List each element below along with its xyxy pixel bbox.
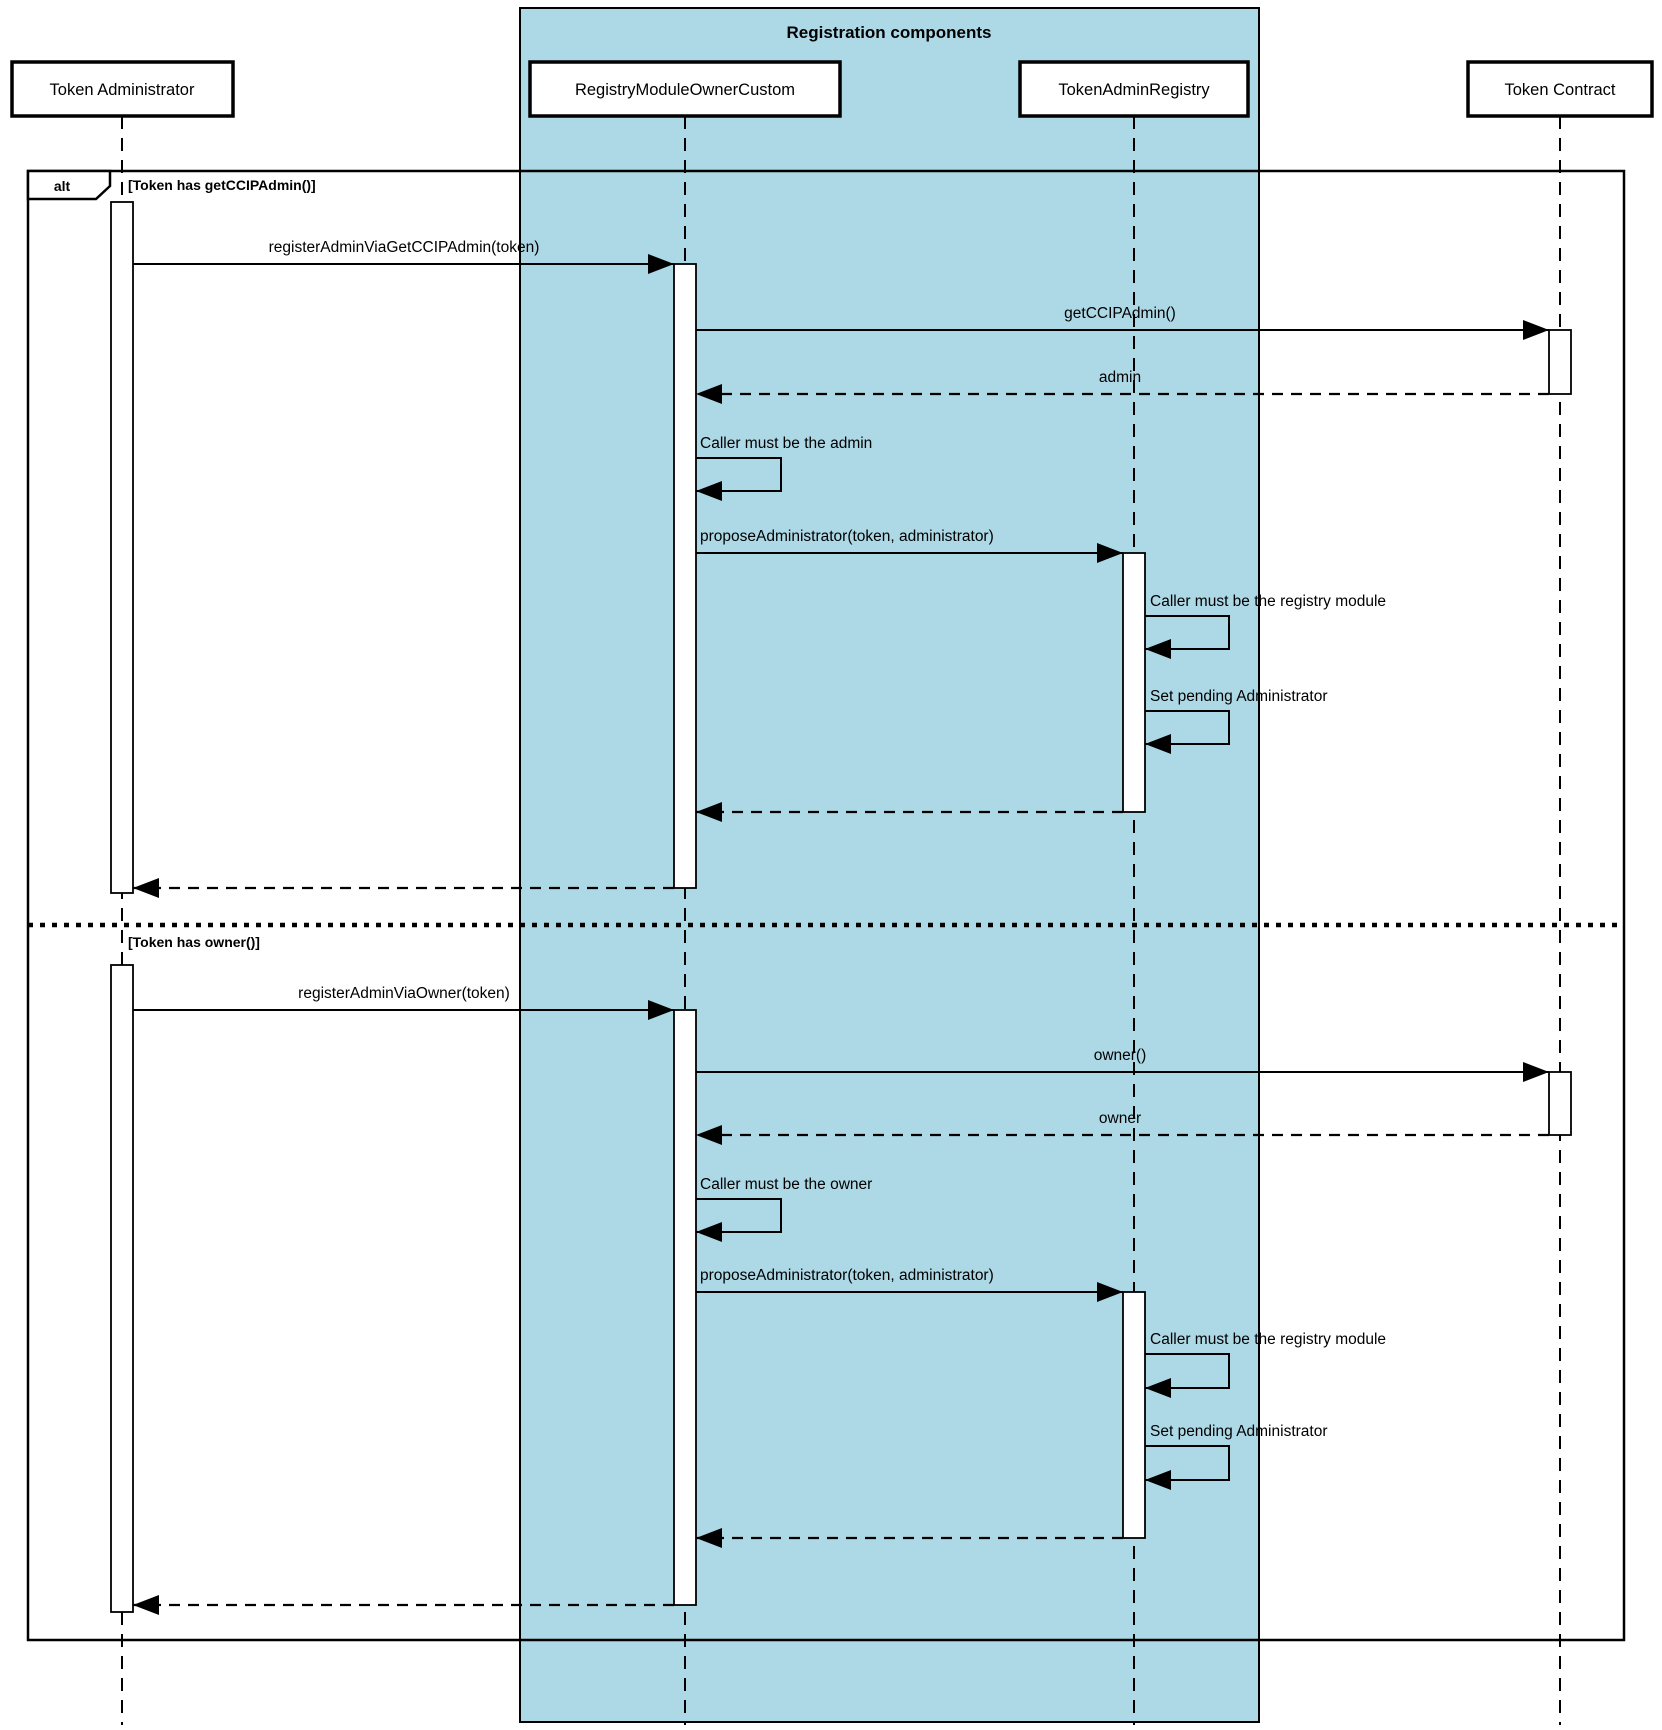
participant-label: RegistryModuleOwnerCustom — [575, 81, 795, 99]
message-get-ccip-admin: getCCIPAdmin() — [696, 305, 1549, 340]
self-message-caller-must-be-owner: Caller must be the owner — [696, 1176, 872, 1242]
activation-token-contract-2 — [1548, 1071, 1572, 1136]
message-label: registerAdminViaGetCCIPAdmin(token) — [269, 239, 540, 256]
participant-token-administrator: Token Administrator — [10, 60, 235, 118]
message-label: registerAdminViaOwner(token) — [298, 985, 510, 1002]
alt-operator-label: alt — [54, 178, 71, 194]
message-owner-call: owner() — [696, 1047, 1549, 1082]
alt-guard-1: [Token has getCCIPAdmin()] — [128, 177, 316, 193]
participant-token-admin-registry: TokenAdminRegistry — [1018, 60, 1250, 118]
participant-label: Token Administrator — [50, 81, 195, 99]
activation-registry-module-1 — [673, 263, 697, 889]
message-label: owner — [1099, 1110, 1141, 1127]
message-label: Set pending Administrator — [1150, 1423, 1328, 1440]
message-label: Caller must be the owner — [700, 1176, 872, 1193]
alt-operator-pentagon — [26, 169, 112, 201]
alt-frame — [26, 169, 1626, 1642]
registration-components-container — [519, 7, 1260, 1723]
message-label: Caller must be the registry module — [1150, 593, 1386, 610]
alt-guard-2: [Token has owner()] — [128, 934, 260, 950]
activation-registry-module-2 — [673, 1009, 697, 1606]
message-label: Set pending Administrator — [1150, 688, 1328, 705]
activation-token-contract-1 — [1548, 329, 1572, 395]
return-admin: admin — [696, 369, 1549, 404]
self-message-caller-must-be-admin: Caller must be the admin — [696, 435, 872, 501]
message-label: proposeAdministrator(token, administrato… — [700, 528, 994, 545]
activation-token-administrator-1 — [110, 201, 134, 894]
message-propose-administrator-2: proposeAdministrator(token, administrato… — [696, 1267, 1123, 1302]
participant-registry-module-owner-custom: RegistryModuleOwnerCustom — [528, 60, 842, 118]
activation-token-admin-registry-2 — [1122, 1291, 1146, 1539]
message-register-admin-via-owner: registerAdminViaOwner(token) — [133, 985, 674, 1020]
return-owner: owner — [696, 1110, 1549, 1145]
message-propose-administrator-1: proposeAdministrator(token, administrato… — [696, 528, 1123, 563]
message-label: getCCIPAdmin() — [1064, 305, 1176, 322]
participant-label: Token Contract — [1505, 81, 1616, 99]
message-label: owner() — [1094, 1047, 1147, 1064]
activation-token-admin-registry-1 — [1122, 552, 1146, 813]
message-label: admin — [1099, 369, 1141, 386]
self-message-set-pending-administrator-1: Set pending Administrator — [1145, 688, 1328, 754]
self-message-caller-must-be-registry-module-2: Caller must be the registry module — [1145, 1331, 1386, 1398]
participant-token-contract: Token Contract — [1466, 60, 1654, 118]
activation-token-administrator-2 — [110, 964, 134, 1613]
self-message-caller-must-be-registry-module-1: Caller must be the registry module — [1145, 593, 1386, 659]
registration-components-title: Registration components — [787, 23, 992, 42]
message-label: proposeAdministrator(token, administrato… — [700, 1267, 994, 1284]
self-message-set-pending-administrator-2: Set pending Administrator — [1145, 1423, 1328, 1490]
participant-label: TokenAdminRegistry — [1058, 81, 1210, 99]
message-label: Caller must be the registry module — [1150, 1331, 1386, 1348]
message-register-admin-via-get-ccip-admin: registerAdminViaGetCCIPAdmin(token) — [133, 239, 674, 274]
message-label: Caller must be the admin — [700, 435, 872, 452]
